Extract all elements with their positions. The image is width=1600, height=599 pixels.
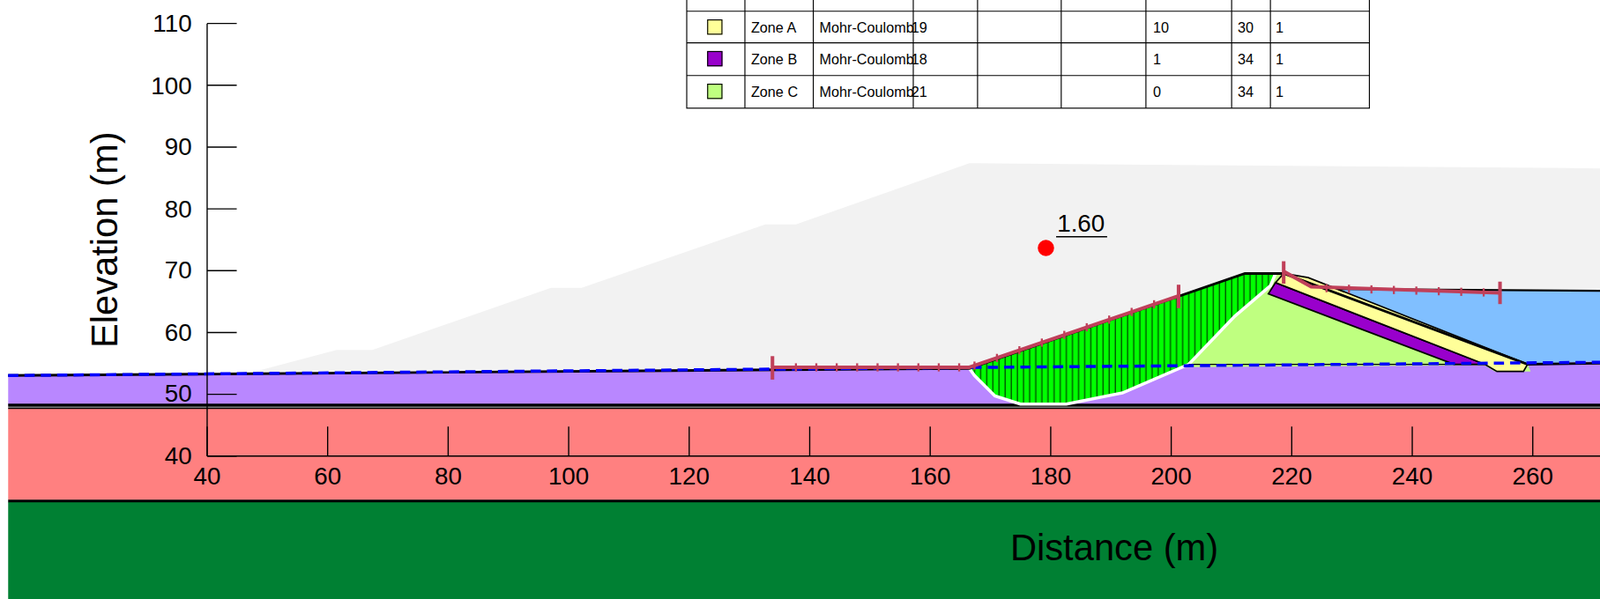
x-tick [1411,426,1413,457]
range-mark [1325,284,1328,293]
x-tick-label: 180 [1030,464,1072,490]
x-tick [809,426,811,457]
x-tick [930,426,931,457]
axis-title: Elevation (m) [86,131,124,349]
x-tick-label: 160 [909,464,951,490]
x-tick-label: 60 [313,464,342,490]
table-cell: Mohr-Coulomb [818,52,914,67]
x-tick-label: 220 [1271,464,1312,490]
x-tick [1170,426,1172,457]
table-cell: 34 [1237,52,1254,67]
table-cell: 1 [1153,52,1161,67]
range-mark [1370,285,1373,294]
range-mark [1459,288,1462,297]
range-mark [958,363,960,372]
range-mark [1392,286,1395,295]
y-tick-label: 80 [164,196,193,222]
x-tick-label: 260 [1512,464,1554,490]
range-mark [1086,323,1088,332]
range-mark [1347,284,1350,293]
range-mark [1108,315,1110,324]
x-tick-label: 240 [1391,464,1433,490]
range-mark [896,363,899,372]
x-tick [1291,426,1293,457]
legend-text: Zone A [751,20,797,35]
factor-of-safety: 1.60 [1056,211,1105,237]
range-mark [973,361,975,370]
range-mark [1437,287,1440,296]
range-mark [855,363,858,372]
table-cell: Mohr-Coulomb [818,84,914,99]
table-cell: 1 [1275,20,1284,35]
table-cell: 0 [1153,84,1161,99]
range-mark [876,363,879,372]
range-mark [815,363,818,372]
x-tick [1532,426,1534,457]
x-tick-label: 200 [1150,464,1191,490]
x-tick [206,426,208,457]
y-tick [207,270,238,272]
table-cell: 34 [1237,84,1254,99]
table-cell: 10 [1153,20,1169,35]
range-mark [835,363,838,372]
y-tick [207,332,238,334]
range-mark [1131,308,1133,317]
range-mark [996,354,998,363]
y-tick [207,146,238,148]
x-tick-label: 140 [788,464,830,490]
y-tick-label: 60 [164,320,193,346]
x-tick-label: 100 [548,464,589,490]
y-tick [207,22,238,24]
range-mark [1063,331,1065,340]
y-tick [207,394,238,395]
table-cell: 21 [911,84,928,99]
legend-swatch [706,51,722,67]
legend-swatch [706,83,722,99]
range-mark [1041,338,1043,347]
legend-text: Zone C [751,84,798,99]
range-mark [1018,346,1020,355]
legend-swatch [706,19,722,35]
x-tick [1049,426,1051,457]
range-mark [1482,288,1485,297]
table-cell: Mohr-Coulomb [818,20,914,35]
y-tick-label: 110 [152,11,192,37]
table-cell: 1 [1275,84,1284,99]
x-tick-label: 120 [669,464,710,490]
y-tick [207,455,238,457]
y-tick-label: 90 [164,134,193,160]
range-mark [937,363,940,372]
axis-title: Distance (m) [1010,529,1219,567]
x-tick [447,426,449,457]
y-tick [207,84,238,86]
x-tick [688,426,690,457]
y-tick-label: 40 [164,444,193,469]
y-tick [207,208,238,209]
y-tick-label: 100 [150,73,192,98]
range-mark [1153,300,1155,309]
legend-text: Zone B [751,52,797,67]
table-cell: 30 [1237,20,1254,35]
x-tick-label: 80 [434,464,462,490]
range-mark [795,363,797,372]
table-cell: 18 [911,52,928,67]
table-cell: 1 [1275,52,1284,67]
x-tick-label: 40 [193,464,222,490]
x-tick [327,426,328,457]
x-tick [567,426,569,457]
range-mark [917,363,920,372]
y-tick-label: 70 [164,258,193,283]
y-tick-label: 50 [164,382,193,408]
range-mark [1414,286,1417,295]
table-cell: 19 [911,20,928,35]
